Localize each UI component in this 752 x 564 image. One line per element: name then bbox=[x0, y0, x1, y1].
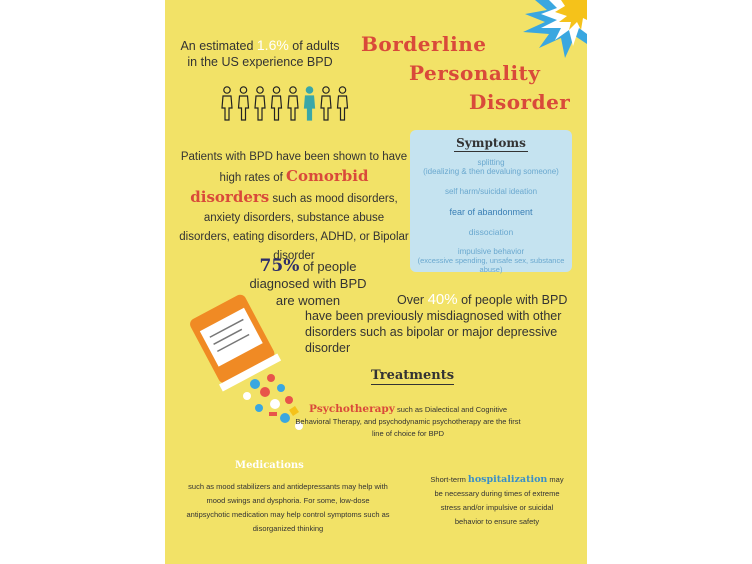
women-stat: 75% of people diagnosed with BPD are wom… bbox=[243, 258, 373, 309]
title-line-2: Personality bbox=[409, 61, 541, 85]
infographic-poster: Borderline Personality Disorder An estim… bbox=[165, 0, 587, 564]
symptom-item: fear of abandonment bbox=[410, 208, 572, 217]
symptoms-title: Symptoms bbox=[454, 136, 528, 152]
hospitalization-text-after: may be necessary during times of extreme… bbox=[434, 475, 564, 526]
symptom-label: fear of abandonment bbox=[449, 207, 533, 217]
person-icon bbox=[336, 86, 349, 121]
misdiagnosis-text-before: Over bbox=[397, 293, 428, 307]
symptom-detail: (idealizing & then devaluing someone) bbox=[423, 167, 559, 176]
comorbid-text-before: Patients with BPD have been shown to hav… bbox=[180, 151, 408, 184]
symptom-label: self harm/suicidal ideation bbox=[444, 187, 538, 196]
medications-title: Medications bbox=[235, 460, 304, 471]
psychotherapy-paragraph: Psychotherapy such as Dialectical and Co… bbox=[293, 403, 523, 440]
misdiagnosis-text-after: of people with BPD have been previously … bbox=[305, 293, 568, 355]
comorbid-paragraph: Patients with BPD have been shown to hav… bbox=[179, 148, 409, 266]
symptom-item: dissociation bbox=[410, 228, 572, 237]
symptom-item: splitting (idealizing & then devaluing s… bbox=[410, 158, 572, 176]
pill-bottle-illustration bbox=[190, 294, 303, 430]
symptom-label: impulsive behavior bbox=[457, 247, 525, 256]
prevalence-text-before: An estimated bbox=[180, 39, 257, 53]
medications-paragraph: such as mood stabilizers and antidepress… bbox=[186, 482, 390, 533]
person-icon-highlighted bbox=[303, 86, 316, 121]
comorbid-highlight: Comorbid disorders bbox=[190, 167, 369, 206]
psychotherapy-label: Psychotherapy bbox=[308, 403, 395, 415]
poster-title: Borderline Personality Disorder bbox=[357, 30, 579, 117]
comorbid-text-after: such as mood disorders, anxiety disorder… bbox=[179, 193, 409, 262]
misdiagnosis-stat: Over 40% of people with BPD have been pr… bbox=[305, 292, 575, 356]
women-percent: 75% bbox=[259, 256, 300, 276]
prevalence-percent: 1.6% bbox=[256, 37, 289, 53]
treatments-title: Treatments bbox=[371, 368, 455, 385]
symptoms-box: Symptoms splitting (idealizing & then de… bbox=[410, 130, 572, 274]
person-icon bbox=[237, 86, 250, 121]
prevalence-stat: An estimated 1.6% of adults in the US ex… bbox=[179, 37, 341, 70]
women-text: of people diagnosed with BPD are women bbox=[249, 259, 367, 308]
starburst-decoration bbox=[523, 0, 587, 58]
symptom-item: impulsive behavior (excessive spending, … bbox=[410, 247, 572, 274]
psychotherapy-text: such as Dialectical and Cognitive Behavi… bbox=[295, 405, 521, 438]
symptom-label: splitting bbox=[477, 158, 505, 167]
person-icon bbox=[254, 86, 266, 121]
person-icon bbox=[221, 86, 233, 121]
person-icon bbox=[320, 86, 332, 121]
title-line-3: Disorder bbox=[469, 90, 571, 114]
person-icon bbox=[270, 86, 283, 121]
symptom-label: dissociation bbox=[468, 227, 514, 237]
person-icon bbox=[287, 86, 299, 121]
hospitalization-text-before: Short-term bbox=[430, 475, 468, 484]
hospitalization-paragraph: Short-term hospitalization may be necess… bbox=[427, 473, 567, 529]
symptom-item: self harm/suicidal ideation bbox=[410, 187, 572, 196]
symptom-detail: (excessive spending, unsafe sex, substan… bbox=[417, 256, 565, 274]
prevalence-text-after: of adults in the US experience BPD bbox=[187, 39, 340, 69]
title-line-1: Borderline bbox=[361, 32, 487, 56]
hospitalization-label: hospitalization bbox=[467, 474, 548, 485]
misdiagnosis-percent: 40% bbox=[427, 291, 458, 308]
people-icons bbox=[221, 86, 349, 121]
